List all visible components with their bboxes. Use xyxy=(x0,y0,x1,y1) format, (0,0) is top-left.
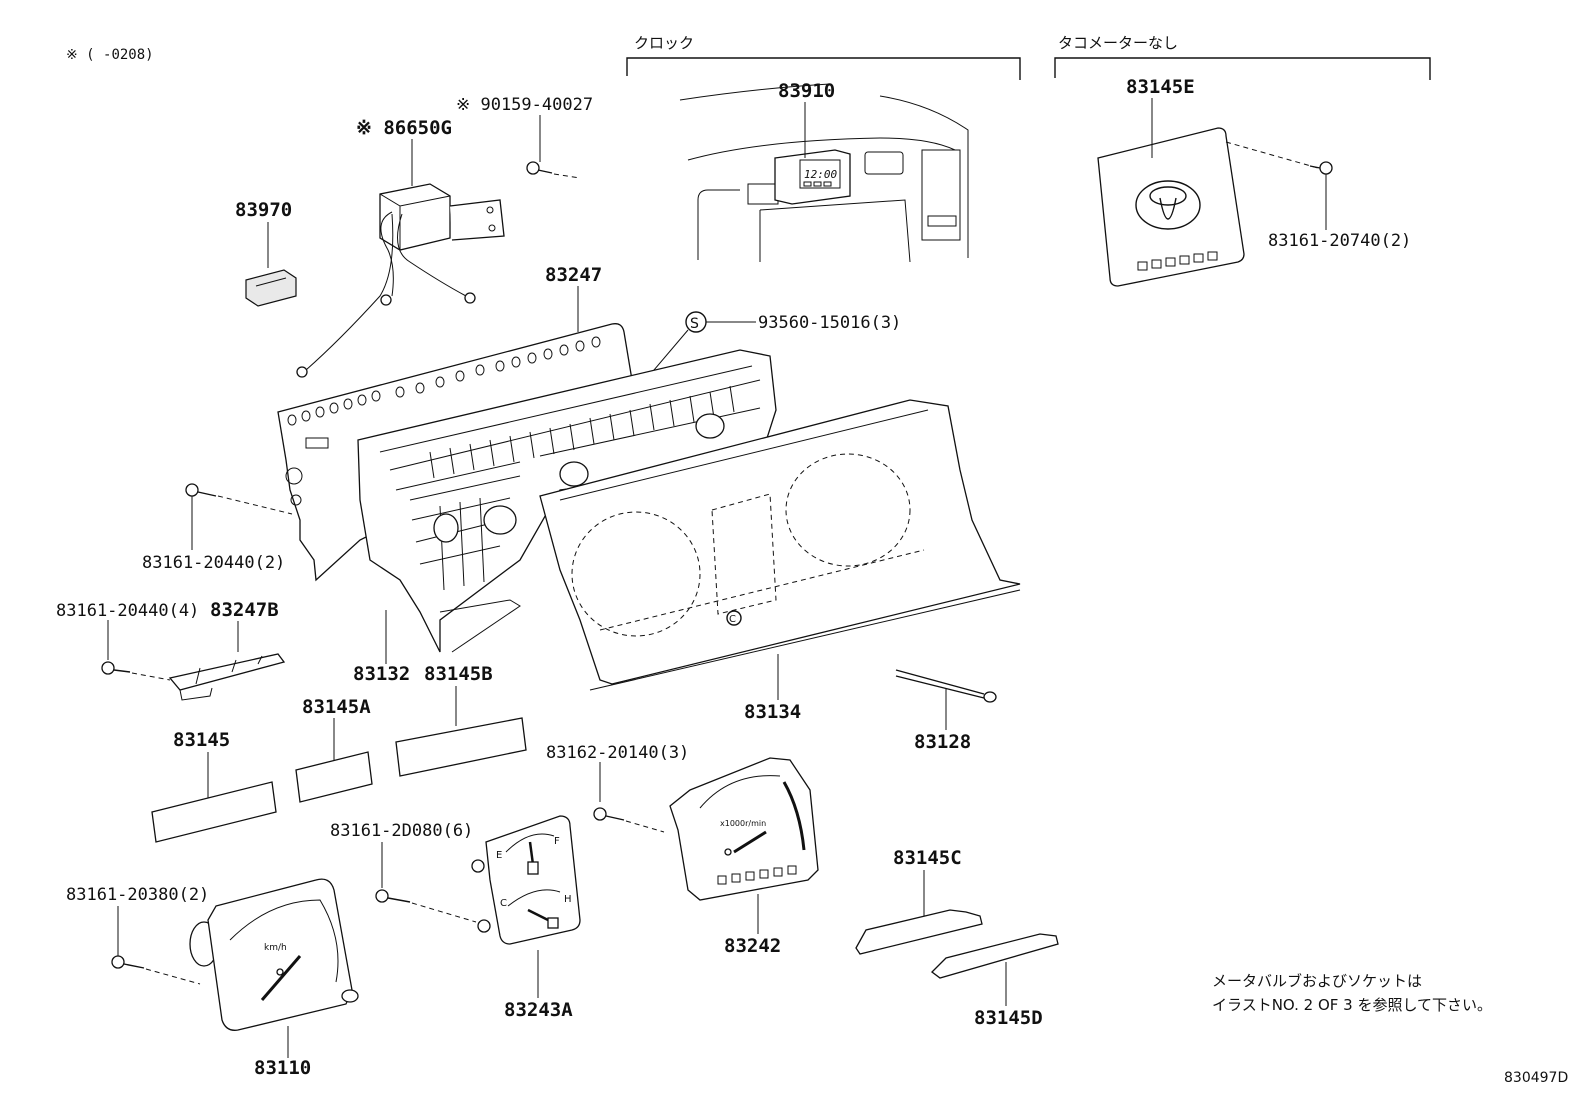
screw-83162-20140 xyxy=(593,807,665,833)
fuel-e-label: E xyxy=(496,850,502,861)
speedo-unit-label: km/h xyxy=(264,943,287,953)
part-83970: 83970 xyxy=(235,199,292,221)
fuel-temp-gauge-83243A: E F C H xyxy=(471,815,581,945)
meter-case-83132 xyxy=(357,349,777,653)
part-83134: 83134 xyxy=(744,701,801,723)
c-mark-text: C xyxy=(729,614,736,625)
part-83161-20440-2: 83161-20440(2) xyxy=(142,553,285,573)
part-83110: 83110 xyxy=(254,1057,311,1079)
toyota-logo-icon xyxy=(1135,180,1201,230)
clock-unit: 12:00 xyxy=(774,149,851,205)
no-tacho-section-label: タコメーターなし xyxy=(1058,34,1178,52)
part-83243A: 83243A xyxy=(504,999,573,1021)
part-83145B: 83145B xyxy=(424,663,493,685)
diagram-id: 830497D xyxy=(1504,1070,1568,1086)
meter-hood-83134 xyxy=(539,399,1021,691)
tachometer-83242: x1000r/min xyxy=(669,757,819,901)
plate-83145B xyxy=(395,717,527,777)
speedometer-83110: km/h xyxy=(189,878,359,1031)
part-83161-20440-4: 83161-20440(4) xyxy=(56,601,199,621)
clock-section-bracket xyxy=(626,57,1021,80)
part-83128: 83128 xyxy=(914,731,971,753)
part-90159-40027: ※ 90159-40027 xyxy=(456,95,593,115)
tacho-unit-label: x1000r/min xyxy=(720,819,766,828)
screw-83161-2D080 xyxy=(375,889,477,923)
plate-83145 xyxy=(151,781,277,843)
part-86650G: ※ 86650G xyxy=(356,117,452,139)
switch-83970 xyxy=(245,269,297,307)
footnote-line-2: イラストNO. 2 OF 3 を参照して下さい。 xyxy=(1212,996,1492,1014)
clock-display: 12:00 xyxy=(804,168,837,181)
part-83247B: 83247B xyxy=(210,599,279,621)
temp-h-label: H xyxy=(564,894,572,905)
part-83145: 83145 xyxy=(173,729,230,751)
part-83910: 83910 xyxy=(778,80,835,102)
s-mark-symbol: S xyxy=(685,311,707,333)
plate-83145A xyxy=(295,751,373,803)
part-83145E: 83145E xyxy=(1126,76,1195,98)
footnote-line-1: メータバルブおよびソケットは xyxy=(1212,972,1422,990)
part-83161-20380: 83161-20380(2) xyxy=(66,885,209,905)
fuel-f-label: F xyxy=(554,836,560,847)
part-83161-2D080: 83161-2D080(6) xyxy=(330,821,473,841)
board-83247B xyxy=(101,653,286,701)
clock-dash-illustration: 12:00 xyxy=(679,83,969,263)
part-83132: 83132 xyxy=(353,663,410,685)
s-mark-text: S xyxy=(690,316,699,332)
tacho-cover-plate xyxy=(1097,127,1245,287)
reset-knob-83128 xyxy=(895,669,997,703)
part-83145C: 83145C xyxy=(893,847,962,869)
part-93560-15016: 93560-15016(3) xyxy=(758,313,901,333)
screw-83161-20380 xyxy=(111,955,201,985)
screw-83161-20740 xyxy=(1225,141,1333,175)
clock-section-label: クロック xyxy=(634,34,694,52)
part-83247: 83247 xyxy=(545,264,602,286)
part-83145A: 83145A xyxy=(302,696,371,718)
relay-86650G xyxy=(296,183,505,378)
no-tacho-section-bracket xyxy=(1054,57,1431,80)
part-83162-20140: 83162-20140(3) xyxy=(546,743,689,763)
part-83145D: 83145D xyxy=(974,1007,1043,1029)
part-83161-20740: 83161-20740(2) xyxy=(1268,231,1411,251)
screw-83161-20440-2 xyxy=(185,483,293,515)
strip-83145C xyxy=(855,909,983,955)
part-83242: 83242 xyxy=(724,935,781,957)
strip-83145D xyxy=(931,933,1059,979)
screw-90159 xyxy=(526,161,581,179)
temp-c-label: C xyxy=(500,898,507,909)
header-note: ※ ( -0208) xyxy=(66,47,154,63)
c-mark-symbol: C xyxy=(726,610,742,626)
